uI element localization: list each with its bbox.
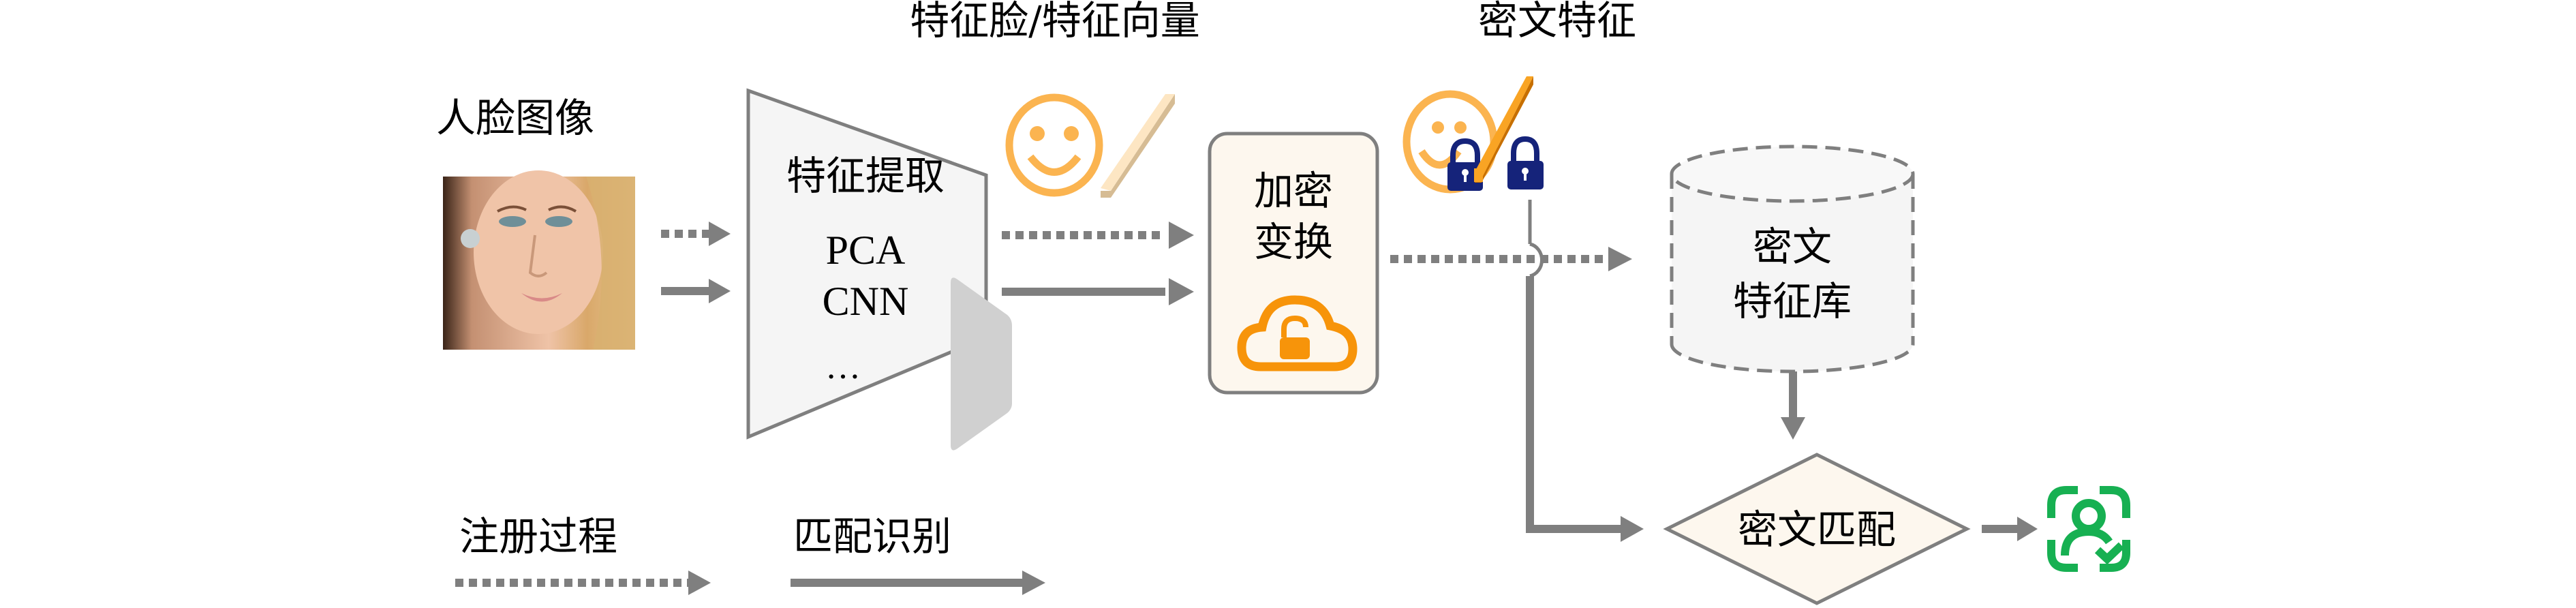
register-arrow-3-head: [1608, 247, 1632, 271]
extractor-method-pca: PCA: [826, 228, 906, 273]
feature-face-vector-label: 特征脸/特征向量: [910, 0, 1200, 44]
extractor-title: 特征提取: [786, 153, 945, 199]
extractor-method-more: …: [825, 348, 861, 386]
padlock-icon: [1507, 136, 1544, 189]
face-verified-icon: [2047, 486, 2130, 572]
feature-vector-bar-icon: [1101, 94, 1175, 198]
register-arrow-1-head: [709, 222, 731, 246]
match-connector-head: [1621, 516, 1644, 542]
extractor-output-wedge: [951, 277, 1012, 451]
match-to-result-arrow-head: [2017, 517, 2038, 541]
encryption-label-line2: 变换: [1254, 219, 1333, 265]
smiley-face-icon: [1005, 93, 1103, 197]
legend-match-label: 匹配识别: [793, 513, 951, 560]
cipher-match-label: 密文匹配: [1738, 506, 1896, 553]
register-arrow-2-head: [1169, 222, 1194, 249]
database-label-line2: 特征库: [1733, 278, 1852, 324]
database-label-line1: 密文: [1753, 224, 1832, 270]
face-photo: [443, 170, 635, 350]
cipher-feature-label: 密文特征: [1478, 0, 1636, 44]
cipher-feature-database: [1670, 145, 1915, 374]
legend-register-label: 注册过程: [459, 513, 617, 560]
extractor-method-cnn: CNN: [823, 279, 909, 324]
cipher-vector-bar-icon: [1474, 76, 1533, 183]
legend-register-arrow-head: [688, 571, 711, 595]
encryption-label-line1: 加密: [1254, 168, 1333, 214]
cipher-match-diamond: [1663, 453, 1971, 605]
padlock-icon: [1447, 138, 1483, 191]
face-image-label: 人脸图像: [436, 95, 594, 141]
database-to-match-arrow-head: [1781, 417, 1805, 440]
match-arrow-2-head: [1169, 278, 1194, 305]
match-arrow-1-head: [709, 279, 731, 303]
legend-match-arrow-head: [1022, 571, 1045, 595]
cloud-unlock-icon: [1237, 295, 1358, 371]
